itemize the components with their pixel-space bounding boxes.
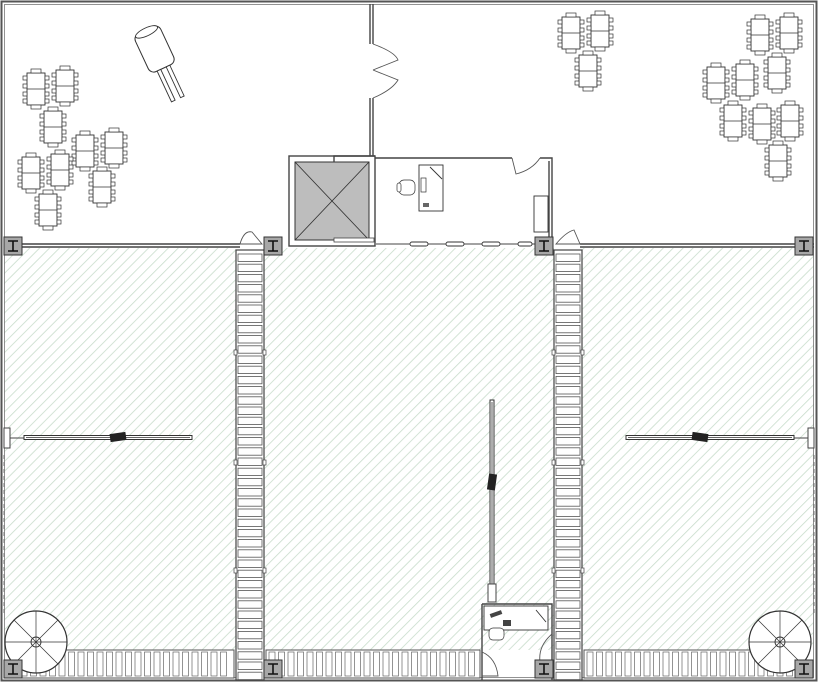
column-i-beam-icon [794, 236, 814, 256]
conference-table-icon [702, 62, 730, 104]
pallet-rack [551, 249, 585, 681]
sliding-door-right[interactable] [625, 427, 815, 449]
conference-table-icon [71, 130, 99, 172]
office-room [333, 155, 553, 247]
column-i-beam-icon [534, 236, 554, 256]
hatched-floor-zones [4, 248, 814, 650]
conference-table-icon [574, 50, 602, 92]
spiral-stair-icon [4, 610, 68, 674]
conference-table-icon [719, 100, 747, 142]
swing-door-icon[interactable] [481, 651, 499, 677]
entrance-booth [481, 603, 553, 680]
conference-table-icon [776, 100, 804, 142]
fence-section [17, 649, 235, 679]
conference-table-icon [39, 106, 67, 148]
swing-door-icon[interactable] [372, 43, 399, 71]
column-i-beam-icon [794, 659, 814, 679]
conference-table-icon [46, 149, 74, 191]
conference-tables [17, 10, 804, 231]
conference-table-icon [764, 140, 792, 182]
fence-section [265, 649, 481, 679]
column-i-beam-icon [263, 236, 283, 256]
conference-table-icon [34, 189, 62, 231]
floor-zone-center [264, 248, 554, 650]
sliding-partition-center[interactable] [486, 399, 498, 603]
floor-zone-right [582, 248, 814, 650]
office-chair-icon [488, 627, 505, 641]
column-i-beam-icon [534, 659, 554, 679]
sliding-door-left[interactable] [3, 427, 193, 449]
office-cabinet [533, 195, 549, 233]
conference-table-icon [100, 127, 128, 169]
floor-zone-left [4, 248, 236, 650]
conference-table-icon [775, 12, 803, 54]
pallet-racks [233, 249, 585, 681]
column-i-beam-icon [3, 236, 23, 256]
structural-columns [3, 236, 814, 679]
conference-table-icon [586, 10, 614, 52]
swing-door-icon[interactable] [239, 231, 263, 245]
conference-table-icon [763, 52, 791, 94]
spiral-stair-icon [748, 610, 812, 674]
conference-table-icon [22, 68, 50, 110]
pallet-rack [233, 249, 267, 681]
office-chair-icon [396, 179, 416, 196]
conference-table-icon [746, 14, 774, 56]
bottom-fence-sections [17, 649, 801, 679]
elevator-shaft-icon [288, 155, 376, 247]
upper-partitions [4, 4, 814, 248]
column-i-beam-icon [263, 659, 283, 679]
conference-table-icon [748, 103, 776, 145]
conference-table-icon [17, 152, 45, 194]
swing-door-icon[interactable] [511, 157, 541, 175]
spiral-stair-right [748, 610, 812, 674]
swing-door-icon[interactable] [555, 229, 581, 245]
column-i-beam-icon [3, 659, 23, 679]
spiral-stair-left [4, 610, 68, 674]
conference-table-icon [557, 12, 585, 54]
tilted-fixture-icon [134, 25, 185, 103]
conference-table-icon [731, 59, 759, 101]
conference-table-icon [51, 65, 79, 107]
conference-table-icon [88, 166, 116, 208]
